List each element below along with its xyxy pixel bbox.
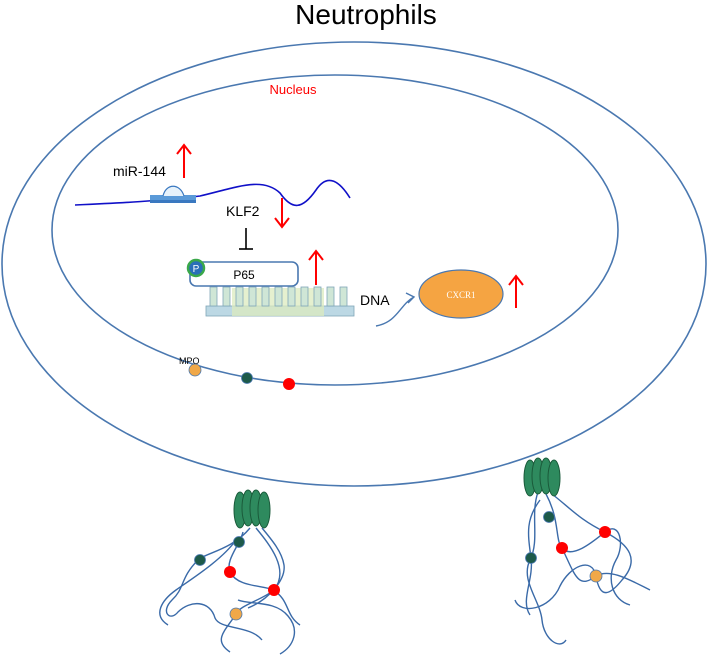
net-structure-left — [159, 489, 301, 655]
phospho-group — [186, 258, 206, 278]
dna-ladder — [205, 286, 355, 317]
mpo-label: MPO — [179, 356, 200, 366]
cxcr1-label: CXCR1 — [446, 290, 475, 300]
diagram-title: Neutrophils — [295, 0, 437, 30]
cxcr1-node — [418, 269, 504, 319]
mirna-binding-complex — [150, 185, 196, 203]
dna-to-cxcr1-connector — [375, 296, 415, 327]
dark-granule — [241, 372, 253, 384]
mrna-strand — [74, 179, 351, 207]
receptor-cluster-left — [233, 489, 271, 529]
mirna-up-arrow — [176, 143, 192, 178]
dna-label: DNA — [360, 292, 390, 308]
klf2-down-arrow — [274, 198, 290, 229]
phospho-label: P — [193, 264, 200, 275]
inhibition-symbol — [239, 228, 253, 250]
nucleus-label: Nucleus — [270, 82, 317, 97]
mpo-granule — [188, 363, 202, 377]
mirna-label: miR-144 — [113, 163, 166, 179]
p65-up-arrow — [308, 249, 324, 285]
red-granule — [283, 378, 295, 390]
cell-membrane — [1, 41, 707, 487]
p65-label: P65 — [233, 268, 255, 282]
receptor-cluster-right — [523, 457, 561, 497]
net-structure-right — [514, 457, 651, 645]
nucleus-membrane — [51, 74, 619, 386]
connector-arrowhead — [405, 292, 416, 304]
cxcr1-up-arrow — [508, 274, 524, 308]
klf2-label: KLF2 — [226, 203, 260, 219]
